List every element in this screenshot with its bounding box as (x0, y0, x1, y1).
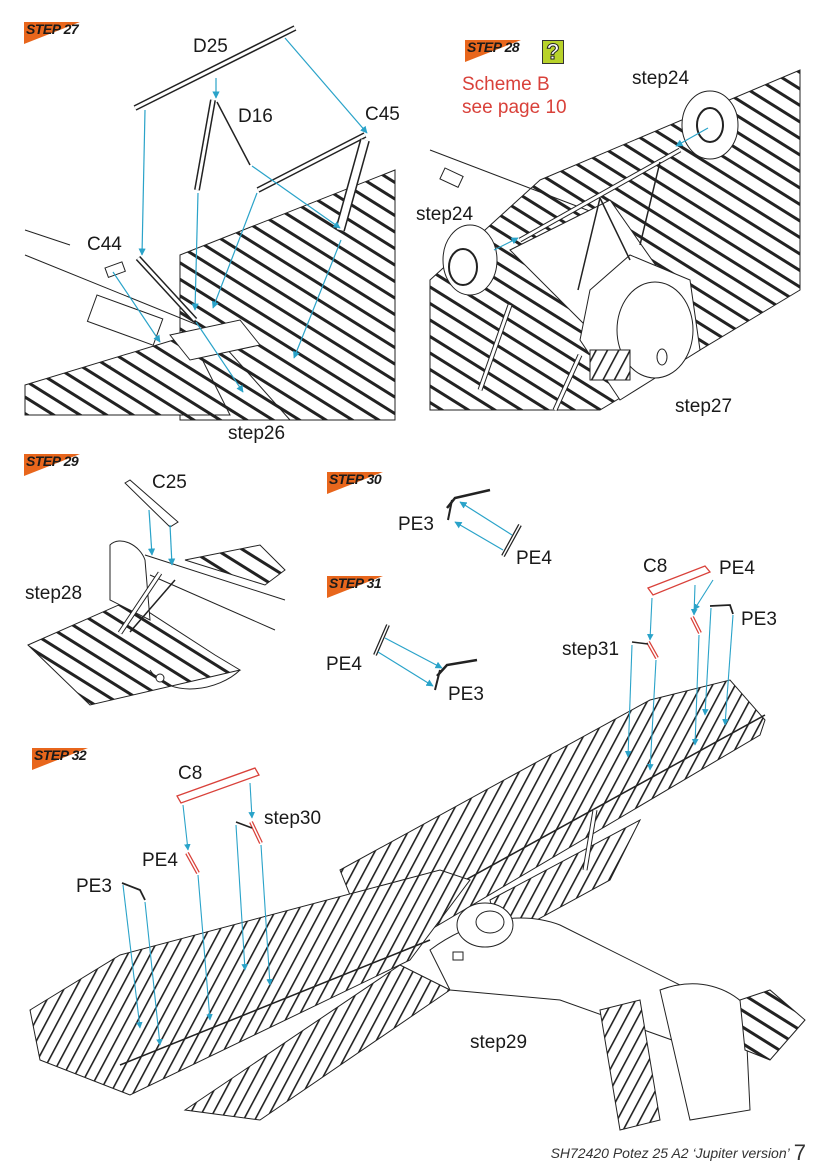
step-word: STEP (34, 747, 69, 763)
part-label-pe4: PE4 (142, 850, 178, 871)
step-badge-triangle (327, 576, 383, 598)
part-label-c45: C45 (365, 104, 400, 125)
part-label-pe3: PE3 (398, 514, 434, 535)
ref-label-step27: step27 (675, 396, 733, 417)
page-number: 7 (793, 1140, 806, 1165)
step-word: STEP (467, 39, 502, 55)
part-label-d16: D16 (238, 106, 273, 127)
step-badge-triangle (32, 748, 88, 770)
step-word: STEP (329, 575, 364, 591)
part-label-pe3: PE3 (448, 684, 484, 705)
step-number: 30 (366, 471, 382, 487)
question-mark-icon: ? (542, 40, 564, 64)
step31-illustration (373, 624, 478, 691)
page-footer: SH72420 Potez 25 A2 ‘Jupiter version’7 (551, 1140, 806, 1166)
part-label-pe4: PE4 (516, 548, 552, 569)
scheme-note: Scheme B (462, 74, 550, 95)
part-label-c44: C44 (87, 234, 122, 255)
c8-parts (121, 565, 734, 901)
footer-product: SH72420 Potez 25 A2 ‘Jupiter version’ (550, 1145, 790, 1161)
ref-label-step31: step31 (562, 639, 620, 660)
ref-label-step24-left: step24 (416, 204, 474, 225)
step30-illustration (446, 488, 522, 557)
step-badge-triangle (24, 454, 80, 476)
part-label-c25: C25 (152, 472, 187, 493)
part-label-pe4: PE4 (326, 654, 362, 675)
step-badge-triangle (327, 472, 383, 494)
scheme-page-ref: see page 10 (462, 97, 567, 118)
step32-illustration (29, 809, 806, 1131)
ref-label-step29: step29 (470, 1032, 528, 1053)
step-badge-triangle (24, 22, 80, 44)
part-label-pe3: PE3 (741, 609, 777, 630)
step-word: STEP (26, 453, 61, 469)
guide-arrows (122, 579, 734, 1046)
step-number: 28 (504, 39, 520, 55)
ref-label-step24-right: step24 (632, 68, 690, 89)
step29-illustration (27, 479, 286, 706)
ref-label-step26: step26 (228, 423, 286, 444)
part-label-c8: C8 (643, 556, 668, 577)
step27-illustration (24, 25, 396, 421)
part-label-pe3: PE3 (76, 876, 112, 897)
step-number: 27 (63, 21, 79, 37)
step-number: 32 (71, 747, 87, 763)
step-word: STEP (329, 471, 364, 487)
step-number: 31 (366, 575, 382, 591)
part-label-c8: C8 (178, 763, 203, 784)
part-label-pe4: PE4 (719, 558, 755, 579)
ref-label-step30: step30 (264, 808, 322, 829)
ref-label-step28: step28 (25, 583, 83, 604)
step-word: STEP (26, 21, 61, 37)
step28-illustration (429, 69, 801, 412)
part-label-d25: D25 (193, 36, 228, 57)
step-badge-triangle (465, 40, 521, 62)
step-number: 29 (63, 453, 79, 469)
